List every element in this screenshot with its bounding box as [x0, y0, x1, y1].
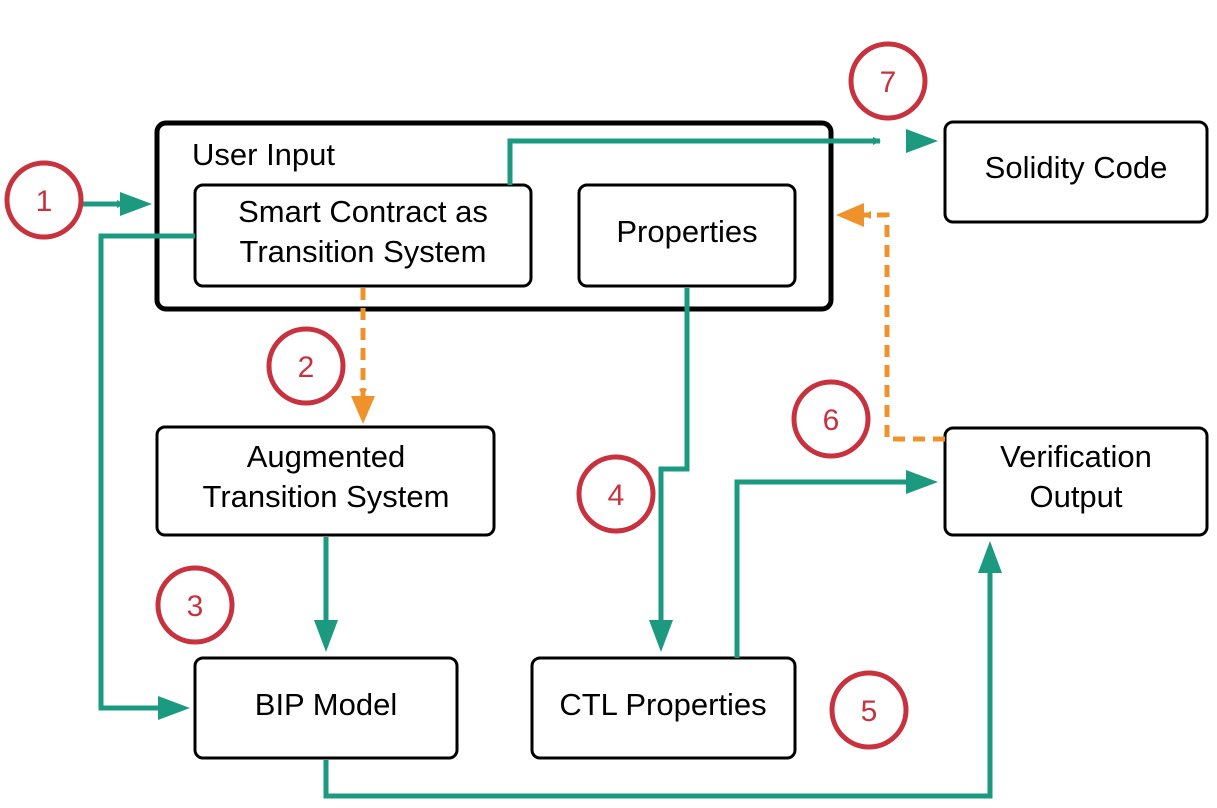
properties-box — [577, 183, 797, 288]
smart-contract-label-line2: Transition System — [240, 234, 487, 269]
teal-arrowhead-solidity — [906, 129, 938, 153]
verification-output-label-line2: Output — [1029, 479, 1122, 514]
verification-output-box — [943, 426, 1209, 537]
bip-model-box — [193, 656, 459, 760]
orange-arrowhead-down — [351, 396, 375, 424]
step-circle-5 — [829, 670, 909, 750]
properties-label: Properties — [616, 214, 757, 249]
arrow-smart-contract-to-solidity — [507, 137, 881, 185]
user-input-label: User Input — [192, 137, 335, 172]
arrow-verification-to-user-input — [863, 211, 945, 442]
step-markers: 1 2 3 4 5 6 7 — [4, 41, 928, 750]
teal-arrowhead-verification-left — [906, 470, 938, 494]
ctl-properties-label: CTL Properties — [559, 687, 766, 722]
smart-contract-label-line1: Smart Contract as — [238, 194, 488, 229]
augmented-ts-label-line1: Augmented — [247, 439, 406, 474]
step-circle-4 — [576, 454, 656, 534]
teal-arrowhead-bip-left — [158, 696, 190, 720]
arrow-bip-to-verification — [323, 565, 994, 799]
arrow-properties-to-ctl — [657, 288, 690, 629]
step-number-4: 4 — [608, 479, 625, 512]
step-number-2: 2 — [298, 351, 315, 384]
bip-model-label: BIP Model — [255, 687, 397, 722]
step-number-1: 1 — [36, 185, 53, 218]
step-number-5: 5 — [861, 695, 878, 728]
augmented-ts-box — [155, 425, 496, 537]
step-circle-3 — [155, 565, 235, 645]
step-circle-2 — [266, 326, 346, 406]
step-number-7: 7 — [880, 66, 897, 99]
teal-arrowhead-ctl-top — [649, 620, 673, 652]
arrow-smart-contract-to-bip — [98, 233, 195, 712]
step-number-3: 3 — [187, 590, 204, 623]
teal-arrowhead-step1 — [120, 192, 152, 216]
ctl-properties-box — [530, 656, 797, 760]
solidity-code-label: Solidity Code — [985, 150, 1168, 185]
step-number-6: 6 — [823, 404, 840, 437]
step-circle-7 — [848, 41, 928, 121]
augmented-ts-label-line2: Transition System — [203, 479, 450, 514]
teal-arrowhead-bip-top — [314, 620, 338, 652]
orange-arrowhead-left — [836, 203, 864, 227]
step-circle-1 — [4, 160, 84, 240]
step-circle-6 — [791, 379, 871, 459]
arrow-ctl-to-verification — [734, 478, 915, 658]
verification-output-label-line1: Verification — [1000, 439, 1152, 474]
teal-arrowhead-verification-bottom — [978, 541, 1002, 573]
user-input-container — [154, 120, 834, 312]
solidity-code-box — [943, 120, 1209, 224]
